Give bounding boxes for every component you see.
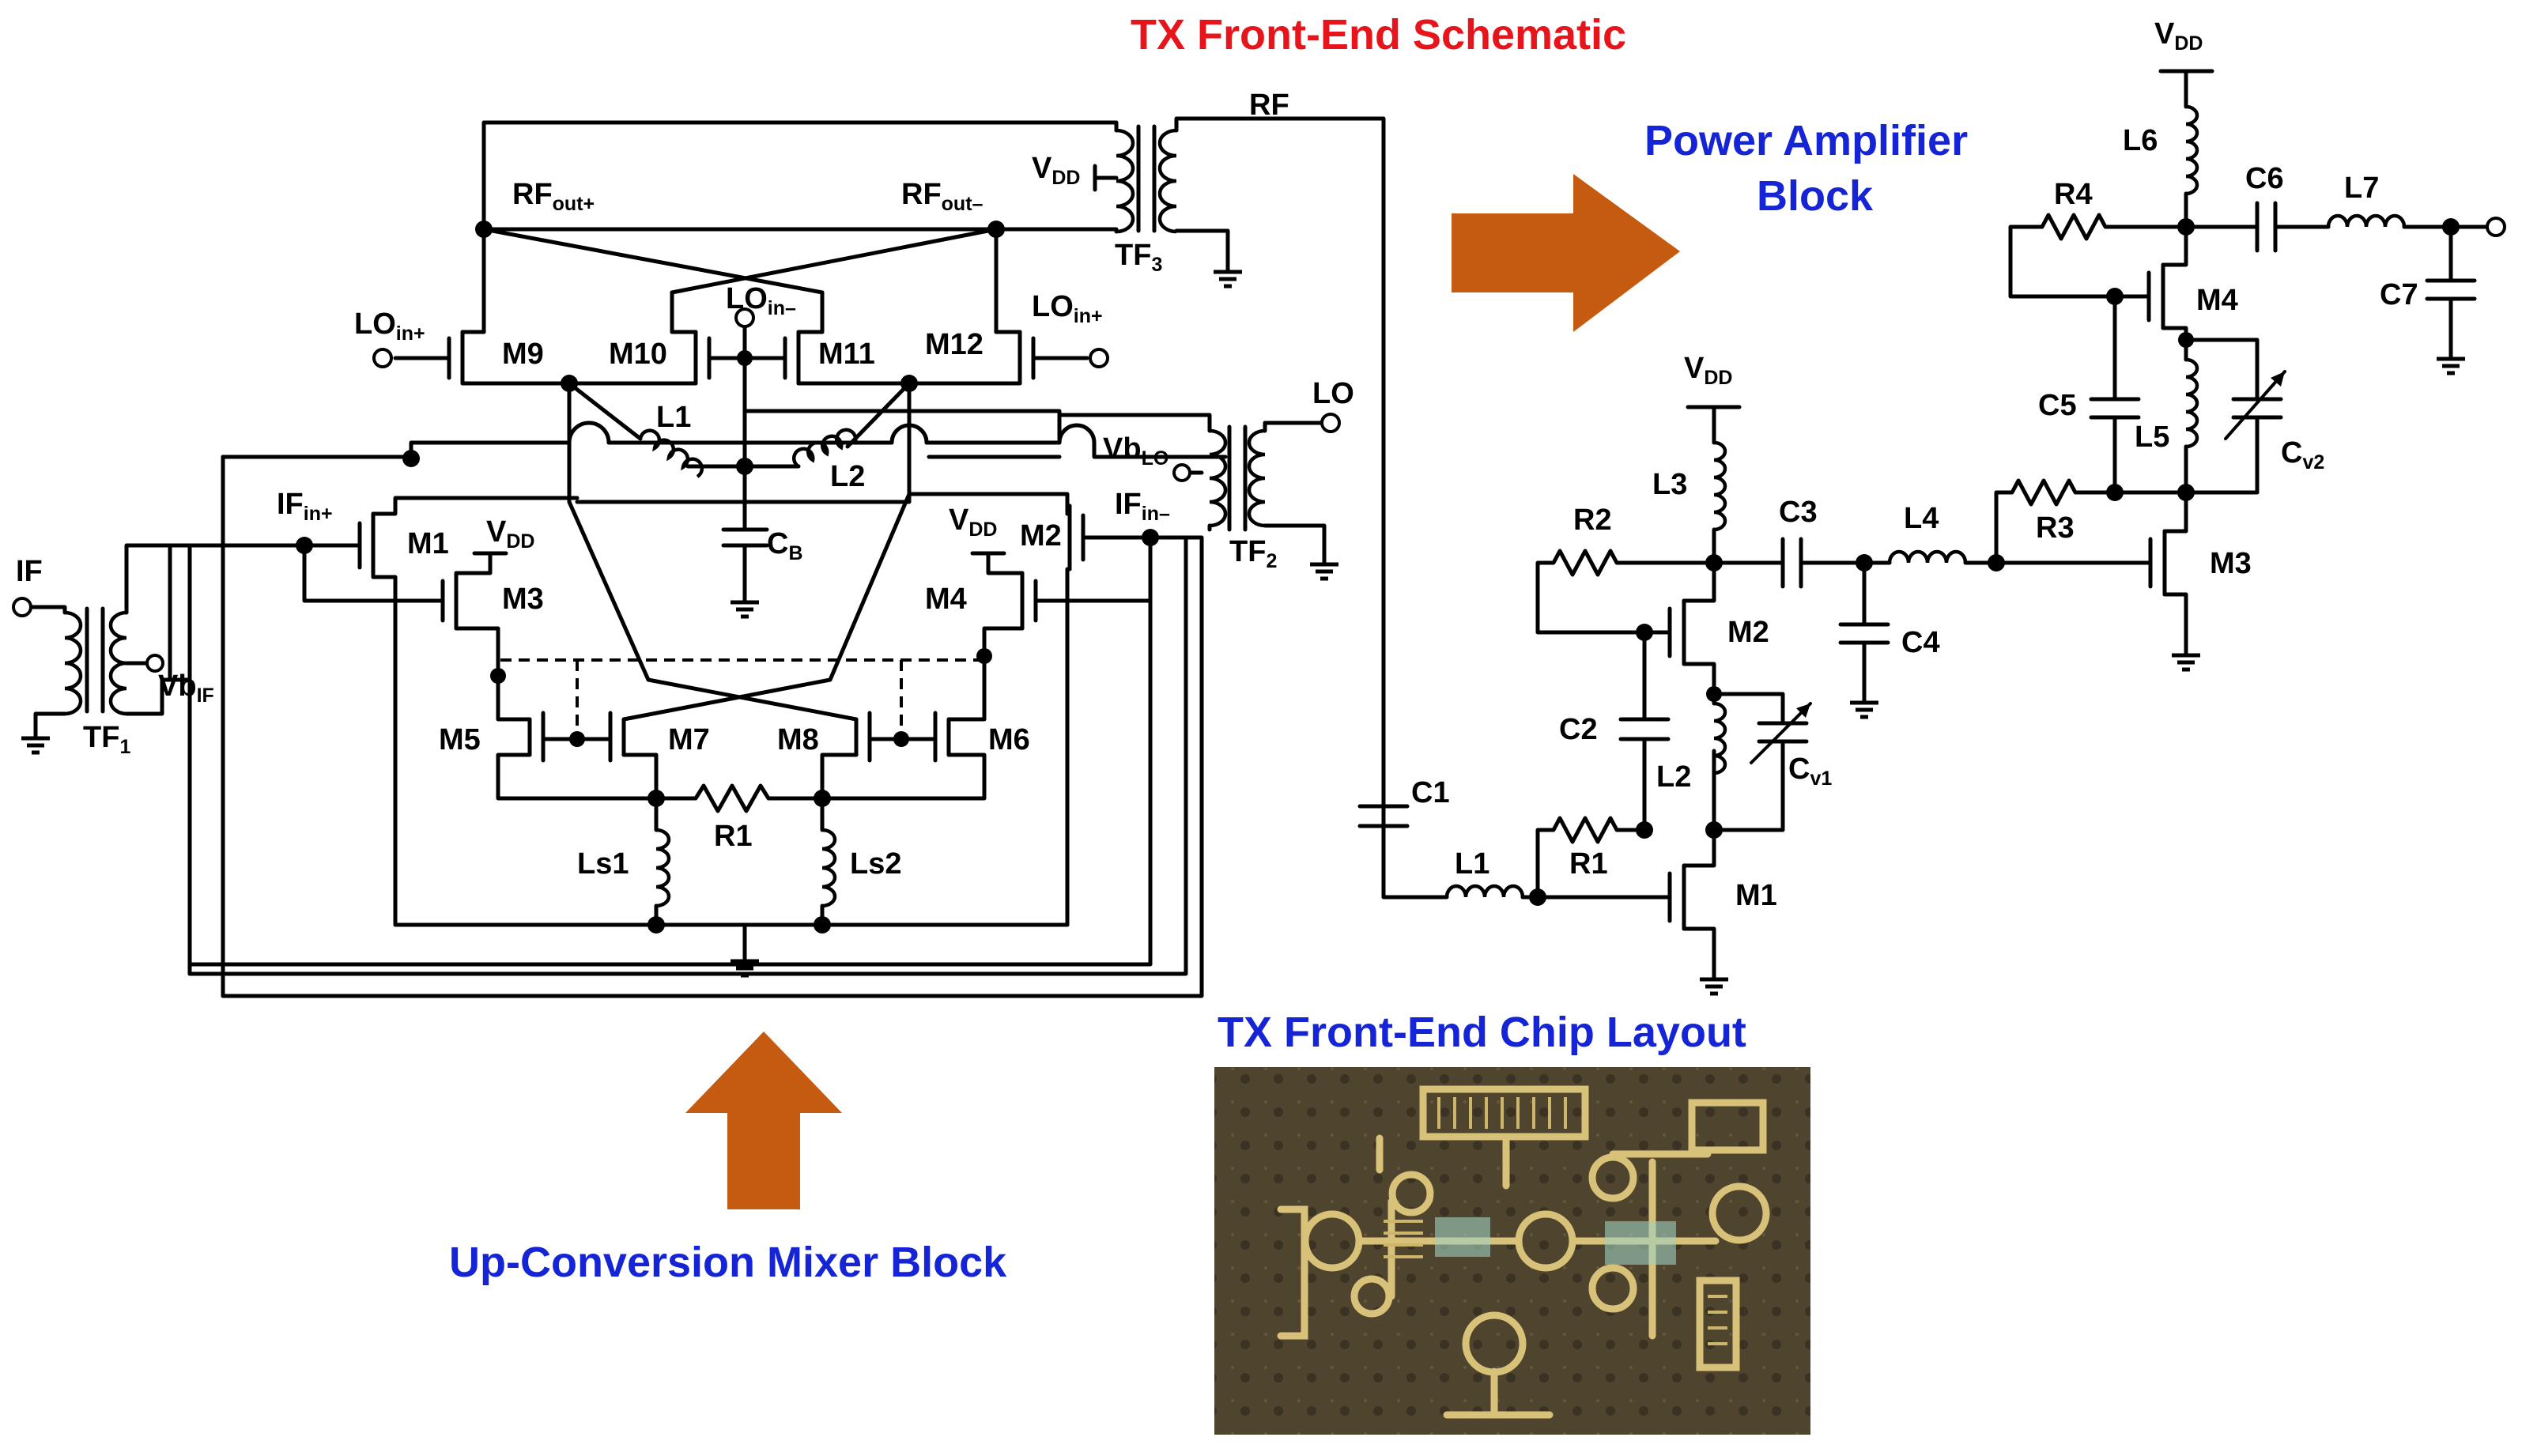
pa-transistor-m2 — [1636, 560, 1716, 682]
mixer-schematic — [12, 116, 1386, 998]
transistor-m7 — [569, 492, 912, 801]
label-m7: M7 — [668, 723, 710, 756]
label-rfout-plus: RFout+ — [512, 178, 595, 215]
label-pa-cv1: Cv1 — [1788, 753, 1832, 790]
label-m8: M8 — [777, 723, 819, 756]
chip-layout-title: TX Front-End Chip Layout — [1218, 1009, 1746, 1056]
mixer-labels: RF LO IF VDD TF3 TF2 TF1 VbLO VbIF RFout… — [16, 89, 1354, 881]
label-loin-plus-right: LOin+ — [1032, 290, 1103, 327]
label-vbif: VbIF — [158, 670, 214, 707]
label-pa-m4: M4 — [2196, 284, 2238, 317]
label-r1-mixer: R1 — [714, 820, 753, 853]
label-rfout-minus: RFout– — [901, 178, 984, 215]
label-pa-r4: R4 — [2054, 178, 2093, 211]
label-tf2: TF2 — [1229, 535, 1277, 572]
transistor-m11 — [783, 330, 912, 386]
transistor-m4 — [970, 551, 1153, 658]
label-pa-m1: M1 — [1735, 879, 1777, 912]
label-pa-c5: C5 — [2038, 389, 2077, 422]
label-cb: CB — [767, 527, 803, 564]
label-m5: M5 — [439, 723, 481, 756]
transistor-m6 — [820, 654, 987, 801]
transformer-tf3 — [1093, 116, 1386, 888]
label-pa-l6: L6 — [2123, 124, 2158, 157]
label-pa-c4: C4 — [1901, 626, 1940, 659]
label-ls1: Ls1 — [577, 847, 629, 881]
pa-transistor-m3 — [2148, 490, 2200, 670]
transistor-m12 — [907, 330, 1109, 386]
transistor-m9 — [372, 330, 572, 386]
label-pa-r1: R1 — [1569, 847, 1608, 881]
label-pa-vdd-top: VDD — [2154, 17, 2203, 55]
chip-layout-photo — [1214, 1067, 1810, 1435]
label-m9: M9 — [502, 338, 544, 371]
label-pa-vdd-mid: VDD — [1684, 352, 1732, 389]
label-pa-c7: C7 — [2380, 278, 2418, 311]
label-lo: LO — [1312, 377, 1354, 410]
label-pa-r2: R2 — [1573, 504, 1612, 537]
label-l2-mixer: L2 — [830, 460, 865, 493]
label-if: IF — [16, 555, 43, 588]
transistor-m3 — [302, 543, 508, 678]
label-vblo: VbLO — [1103, 432, 1169, 470]
transistor-m1 — [221, 496, 580, 927]
transistor-m8 — [567, 500, 904, 801]
label-pa-r3: R3 — [2036, 511, 2075, 545]
arrow-up-to-mixer — [685, 1032, 842, 1209]
label-pa-c1: C1 — [1411, 776, 1450, 809]
label-m12: M12 — [925, 328, 984, 361]
label-pa-c3: C3 — [1779, 496, 1818, 529]
label-pa-l2: L2 — [1656, 760, 1691, 794]
pa-schematic — [1357, 69, 2506, 994]
label-pa-m2: M2 — [1727, 616, 1769, 649]
label-vdd-m4: VDD — [949, 504, 997, 541]
label-pa-l5: L5 — [2135, 421, 2169, 454]
pa-transistor-m4 — [2106, 224, 2188, 342]
label-ifin-minus: IFin– — [1115, 488, 1170, 525]
label-m6: M6 — [988, 723, 1030, 756]
label-m1-mixer: M1 — [407, 527, 449, 560]
pa-transistor-m1 — [1642, 828, 1728, 994]
label-ifin-plus: IFin+ — [277, 488, 333, 525]
schematic-title: TX Front-End Schematic — [1131, 11, 1626, 58]
label-pa-c6: C6 — [2245, 162, 2284, 195]
label-m2-mixer: M2 — [1020, 519, 1062, 553]
label-pa-l7: L7 — [2344, 172, 2379, 205]
label-rf: RF — [1249, 89, 1289, 122]
mixer-block-title: Up-Conversion Mixer Block — [449, 1239, 1007, 1286]
label-tf1: TF1 — [83, 721, 130, 758]
arrow-right-to-pa — [1452, 174, 1680, 332]
label-pa-m3: M3 — [2210, 547, 2252, 580]
label-ls2: Ls2 — [850, 847, 901, 881]
label-m3-mixer: M3 — [502, 583, 544, 616]
label-loin-plus-left: LOin+ — [354, 307, 425, 345]
label-m4-mixer: M4 — [925, 583, 967, 616]
pa-block-title-line2: Block — [1757, 172, 1874, 220]
label-vdd-tf3: VDD — [1032, 152, 1080, 189]
pa-labels: VDD VDD L6 C6 L7 R4 C7 M4 C5 L5 Cv2 R3 M… — [1411, 17, 2418, 912]
transistor-m2 — [187, 504, 1188, 967]
label-pa-l3: L3 — [1652, 468, 1687, 501]
label-vdd-m3: VDD — [486, 515, 534, 553]
label-pa-c2: C2 — [1559, 713, 1598, 746]
pa-block-title-line1: Power Amplifier — [1644, 117, 1968, 164]
label-l1-mixer: L1 — [656, 401, 691, 434]
label-loin-minus: LOin– — [726, 282, 796, 319]
label-m11: M11 — [818, 338, 875, 371]
label-pa-cv2: Cv2 — [2281, 436, 2324, 473]
transformer-tf1 — [12, 543, 172, 753]
label-pa-l4: L4 — [1904, 502, 1939, 535]
label-pa-l1: L1 — [1455, 847, 1489, 881]
transformer-tf2 — [1057, 413, 1341, 579]
label-m10: M10 — [609, 338, 667, 371]
label-tf3: TF3 — [1115, 239, 1162, 276]
